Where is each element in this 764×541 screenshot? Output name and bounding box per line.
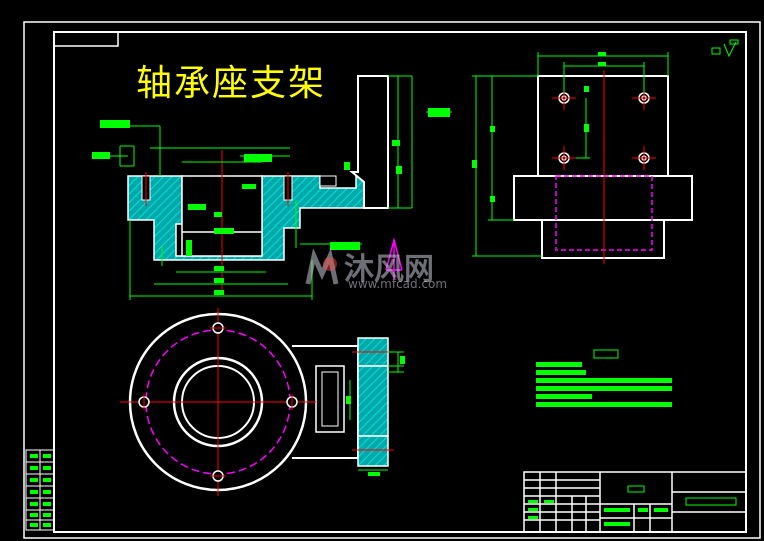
watermark: 沐风网 www.mfcad.com: [300, 244, 470, 294]
left-margin-text: [30, 454, 51, 527]
watermark-logo-icon: [305, 247, 339, 285]
watermark-url: www.mfcad.com: [348, 277, 448, 291]
top-view-dimension-text: [346, 356, 405, 476]
section-marker: [385, 237, 403, 280]
top-view: [120, 308, 394, 496]
side-view-hole-centerlines: [552, 86, 656, 170]
title-block-text: [528, 485, 737, 526]
title-block: [523, 471, 747, 533]
side-view-dimensions: [472, 52, 669, 257]
roughness-symbol-icon: [711, 39, 739, 58]
side-view: [513, 70, 693, 264]
watermark-text: 沐风网: [344, 252, 434, 287]
left-margin-table: [25, 449, 55, 531]
top-view-dimensions: [349, 351, 404, 471]
technical-notes-block: [536, 349, 672, 407]
front-view-dimension-text: [92, 108, 450, 295]
side-view-dimension-text: [472, 52, 606, 202]
drawing-frame: [23, 21, 761, 539]
drawing-title: 轴承座支架: [136, 63, 327, 104]
